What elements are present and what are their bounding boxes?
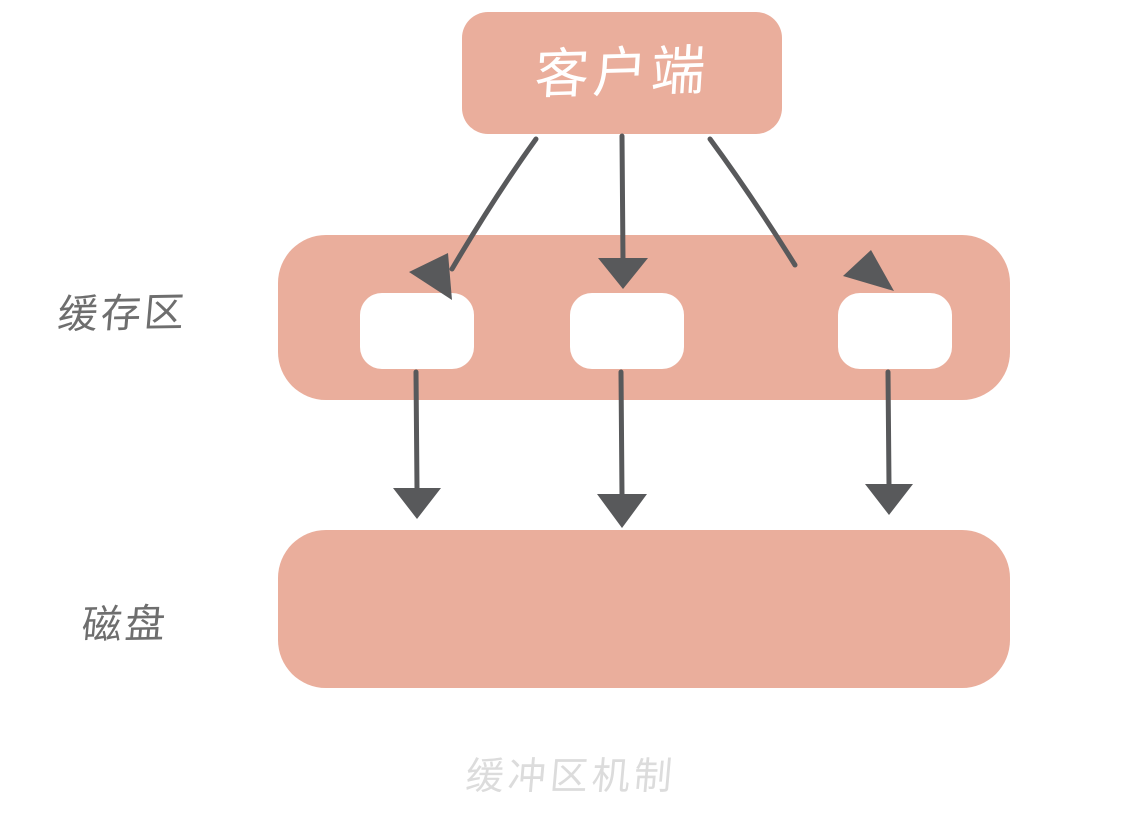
cache-row-label: 缓存区 (55, 289, 190, 339)
cache-slot-1[interactable] (360, 293, 474, 369)
diagram-caption: 缓冲区机制 (464, 754, 678, 798)
disk-row-label: 磁盘 (79, 601, 171, 649)
client-box[interactable]: 客户端 (462, 12, 782, 134)
cache-slot-3[interactable] (838, 293, 952, 369)
cache-slot-2[interactable] (570, 293, 684, 369)
client-label: 客户端 (532, 38, 712, 107)
disk-band[interactable] (278, 530, 1010, 688)
